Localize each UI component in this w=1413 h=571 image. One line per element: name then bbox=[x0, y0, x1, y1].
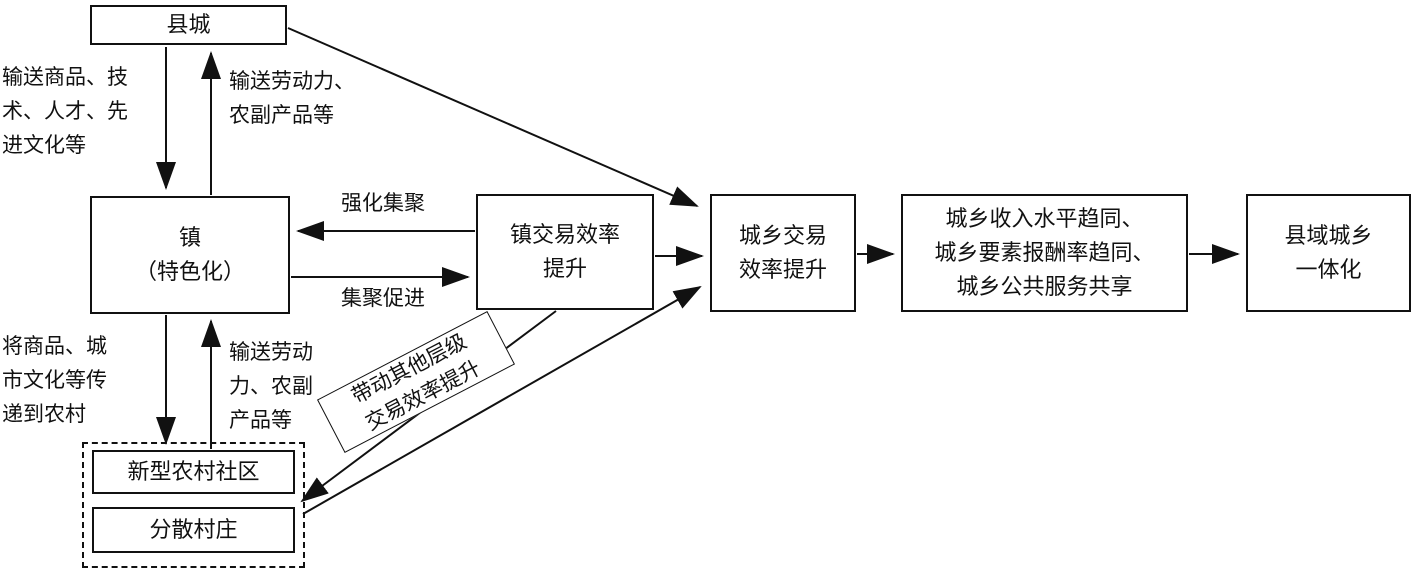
label-town-to-county: 输送劳动力、 农副产品等 bbox=[229, 69, 355, 127]
node-integration: 县域城乡 一体化 bbox=[1246, 194, 1411, 312]
node-town-efficiency: 镇交易效率 提升 bbox=[476, 194, 654, 310]
rural-group bbox=[82, 442, 305, 568]
node-town: 镇 （特色化） bbox=[90, 196, 290, 314]
node-new-rural-community: 新型农村社区 bbox=[92, 450, 295, 494]
node-urban-rural-efficiency: 城乡交易 效率提升 bbox=[710, 194, 856, 312]
label-strengthen-agglomeration: 强化集聚 bbox=[341, 191, 425, 215]
node-convergence: 城乡收入水平趋同、 城乡要素报酬率趋同、 城乡公共服务共享 bbox=[901, 194, 1188, 312]
label-town-to-rural: 将商品、城 市文化等传 递到农村 bbox=[2, 334, 107, 426]
label-agglomeration-promote: 集聚促进 bbox=[341, 286, 425, 310]
node-county: 县城 bbox=[90, 5, 287, 45]
node-scattered-villages: 分散村庄 bbox=[92, 507, 295, 553]
label-county-to-town: 输送商品、技 术、人才、先 进文化等 bbox=[2, 65, 128, 157]
label-rural-to-town: 输送劳动 力、农副 产品等 bbox=[229, 340, 313, 432]
